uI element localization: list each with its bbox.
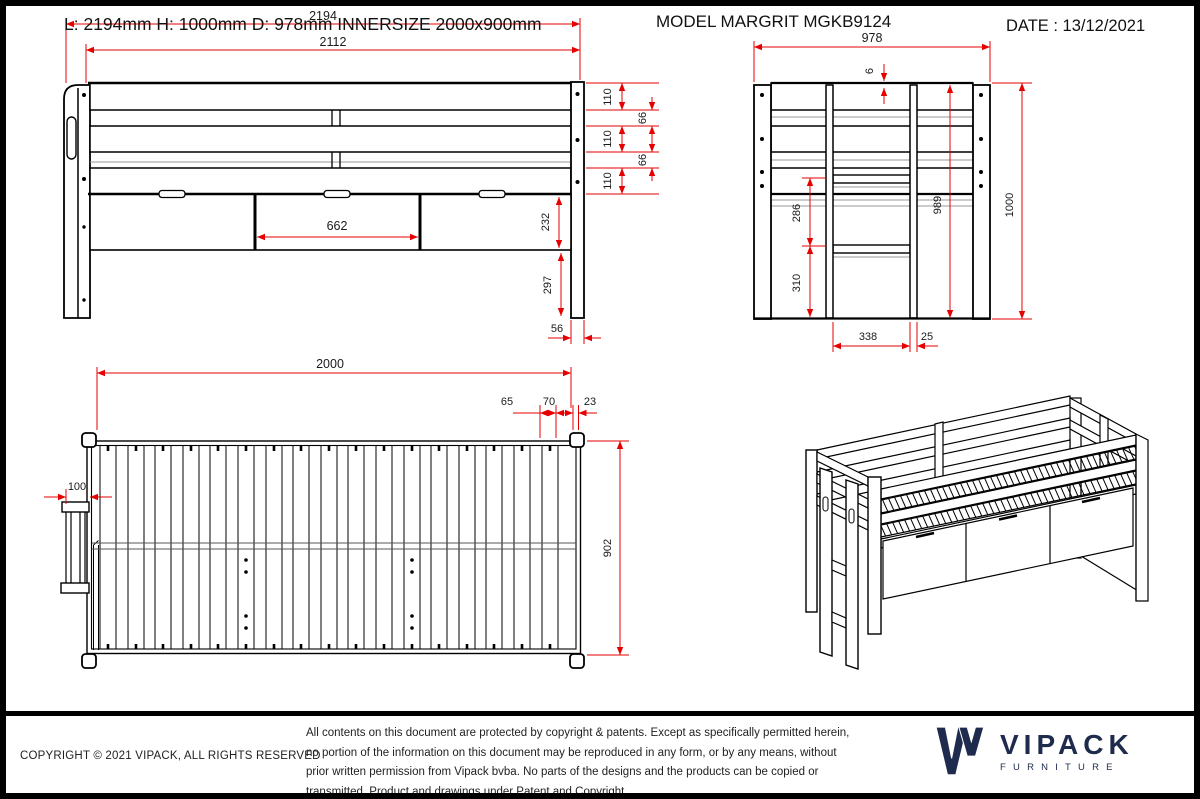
- dim-leg-width: 56: [551, 323, 563, 335]
- title-block: L: 2194mm H: 1000mm D: 978mm INNERSIZE 2…: [6, 6, 1194, 46]
- end-elevation-view: 978 6 989 1000 286 310 338 25: [753, 31, 1032, 352]
- dim-inner-length: 2000: [316, 357, 344, 371]
- size-summary: L: 2194mm H: 1000mm D: 978mm INNERSIZE 2…: [64, 14, 542, 34]
- technical-drawing: 2194 2112 110 110 110 66 66 662 2: [44, 9, 1149, 670]
- dim-drawer-width: 662: [327, 219, 348, 233]
- vipack-logo: VIPACK FURNITURE: [934, 725, 1134, 779]
- legal-line: All contents on this document are protec…: [306, 727, 850, 739]
- dim-total-length: 2194: [309, 9, 337, 23]
- copyright-text: COPYRIGHT © 2021 VIPACK, ALL RIGHTS RESE…: [20, 750, 321, 762]
- dim-edge-gap: 23: [584, 396, 596, 408]
- legal-line: transmitted. Product and drawings under …: [306, 785, 628, 798]
- legal-line: no portion of the information on this do…: [306, 746, 837, 759]
- dim-rung-gap-upper: 286: [791, 204, 803, 222]
- dim-lower-gap: 66: [637, 154, 649, 166]
- dim-middle-rail-height: 110: [602, 130, 614, 148]
- dim-total-depth: 978: [862, 31, 883, 45]
- dim-under-clearance: 297: [542, 276, 554, 294]
- dim-rung-width: 338: [859, 331, 877, 343]
- dim-rung-gap-lower: 310: [791, 274, 803, 292]
- dim-bottom-rail-height: 110: [602, 172, 614, 190]
- logo-name: VIPACK: [1000, 729, 1134, 760]
- dim-inner-width: 902: [602, 539, 614, 557]
- dim-frame-length: 2112: [320, 35, 347, 49]
- dim-drawer-height: 232: [540, 213, 552, 231]
- dim-top-rail-height: 110: [602, 88, 614, 106]
- dim-side-height: 989: [932, 196, 944, 214]
- drawing-date: DATE : 13/12/2021: [1006, 17, 1146, 35]
- dim-stringer-width: 25: [921, 331, 933, 343]
- legal-line: prior written permission from Vipack bvb…: [306, 766, 819, 778]
- side-elevation-view: 2194 2112 110 110 110 66 66 662 2: [63, 9, 659, 344]
- dim-rail-offset: 6: [864, 68, 876, 74]
- dim-ladder-protrusion: 100: [68, 481, 86, 493]
- dim-post-depth: 70: [543, 396, 555, 408]
- logo-subtitle: FURNITURE: [1000, 762, 1120, 773]
- model-number: MODEL MARGRIT MGKB9124: [656, 12, 892, 31]
- vipack-logo-icon: [935, 726, 985, 776]
- footer: COPYRIGHT © 2021 VIPACK, ALL RIGHTS RESE…: [6, 711, 1194, 793]
- dim-total-height: 1000: [1004, 193, 1016, 217]
- isometric-view: [805, 395, 1149, 670]
- legal-text: All contents on this document are protec…: [306, 724, 850, 798]
- dim-upper-gap: 66: [637, 112, 649, 124]
- plan-view: 2000 65 70 23 100 902: [44, 357, 629, 669]
- dim-end-offset: 65: [501, 396, 513, 408]
